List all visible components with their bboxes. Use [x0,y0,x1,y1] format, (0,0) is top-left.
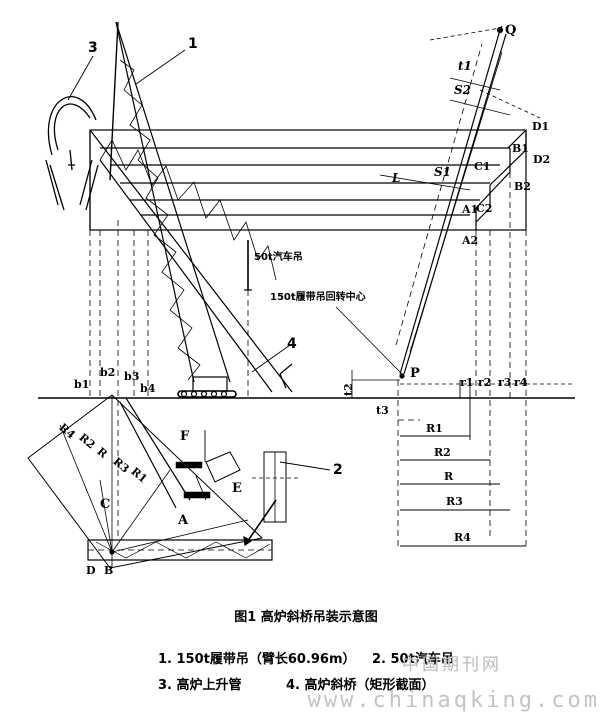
plan-label-R4: R4 [56,421,77,442]
label-b2-lower: b2 [100,366,115,379]
point-p [399,373,405,379]
truck-crane-symbol [244,240,252,291]
legend-item-4: 4. 高炉斜桥（矩形截面） [286,678,435,693]
legend-item-2: 2. 50t汽车吊 [372,652,454,667]
label-c1: C1 [474,160,490,173]
callout-4: 4 [287,336,297,352]
plan-label-R2: R2 [76,431,97,452]
label-d1: D1 [532,120,549,133]
hoisting-diagram: 1 3 2 4 Q t1 S2 D1 B1 C1 D2 L S1 B2 A1 C… [27,21,575,577]
label-crawler-center: 150t履带吊回转中心 [270,290,366,303]
label-B: B [104,564,113,577]
legend-item-1: 1. 150t履带吊（臂长60.96m） [158,652,356,667]
point-b [109,549,115,555]
label-r4: r4 [514,376,528,389]
label-R4: R4 [454,531,471,544]
watermark-cn: 中国期刊网 [402,655,502,675]
projection-lines [89,150,527,548]
label-truck-crane: 50t汽车吊 [254,250,303,263]
crane-block-plan [175,430,241,501]
plan-label-R3: R3 [110,455,131,476]
label-t3: t3 [376,404,389,417]
callout-3: 3 [88,40,98,56]
label-D: D [86,564,96,577]
label-l: L [391,171,400,185]
label-R2: R2 [434,446,451,459]
plan-label-R1: R1 [128,465,149,486]
crawler-crane-boom [109,21,231,383]
label-t2: t2 [342,383,355,396]
crawler-crane-base [177,376,237,398]
callout-1: 1 [188,36,198,52]
callout-leaders [67,49,331,471]
figure-caption: 图1 高炉斜桥吊装示意图 [234,610,378,625]
bridge-plan-view [27,394,273,569]
label-A: A [177,513,189,528]
truck-crane-plan [243,451,298,547]
label-r3: r3 [498,376,511,389]
label-c2: C2 [476,202,492,215]
label-R3: R3 [446,495,463,508]
label-s1: S1 [434,165,451,179]
label-s2: S2 [454,83,471,97]
label-R: R [444,470,454,483]
label-d2: D2 [533,153,550,166]
label-q: Q [505,23,516,38]
label-b3-lower: b3 [124,370,139,383]
label-b1-lower: b1 [74,378,89,391]
label-b4-lower: b4 [140,382,156,395]
label-r1: r1 [460,376,473,389]
label-F: F [180,429,190,444]
label-a2: A2 [461,234,478,247]
bridge-section-frame [89,129,527,231]
label-R1: R1 [426,422,443,435]
label-E: E [232,481,242,496]
crane-boom-pq [379,25,541,375]
inclined-bridge-elevation [89,129,293,393]
crawler-center-marker [335,306,575,398]
plan-label-R: R [94,445,110,461]
radius-dimension-lines [400,380,526,547]
label-r2: r2 [478,376,491,389]
callout-2: 2 [333,462,343,478]
watermark-url: www.chinaqking.com [307,688,600,713]
label-p: P [410,366,420,381]
point-q [496,26,504,34]
label-C: C [100,497,110,512]
label-b1: B1 [512,142,529,155]
label-b2: B2 [514,180,531,193]
label-t1: t1 [458,59,472,73]
legend-item-3: 3. 高炉上升管 [158,678,242,693]
label-a1: A1 [461,203,478,216]
